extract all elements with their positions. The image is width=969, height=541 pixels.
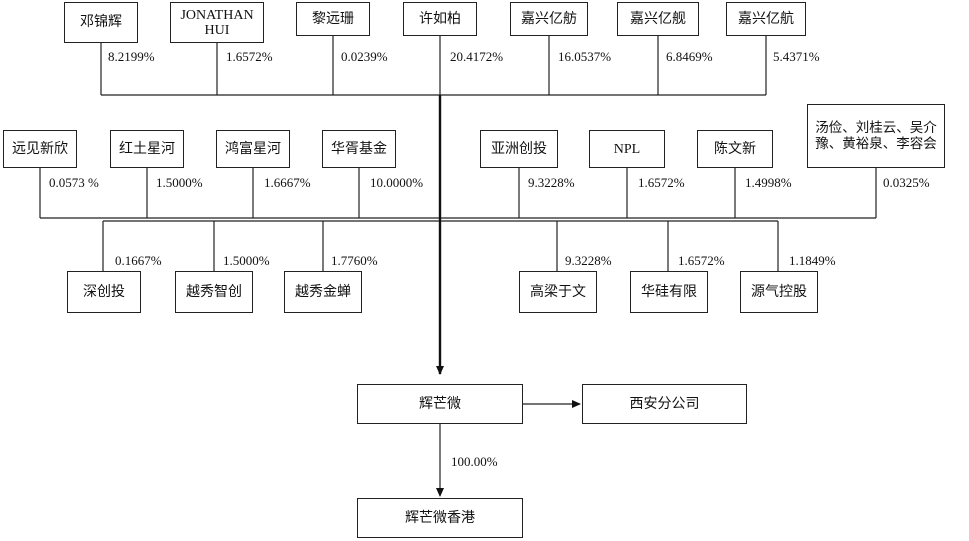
pct-shenzhen-venture: 0.1667% bbox=[115, 253, 162, 268]
shareholder-yuanjian-xinxin: 远见新欣 bbox=[3, 130, 77, 168]
shareholder-yuexiu-zhichuang: 越秀智创 bbox=[175, 271, 253, 313]
pct-jiaxing-yijian: 6.8469% bbox=[666, 49, 713, 64]
shareholder-hongtu-xinghe: 红土星河 bbox=[110, 130, 184, 168]
pct-jiaxing-yihang: 5.4371% bbox=[773, 49, 820, 64]
subsidiary-hong-kong: 辉芒微香港 bbox=[357, 498, 523, 538]
shareholder-li-yuanshan: 黎远珊 bbox=[296, 2, 370, 36]
pct-yuexiu-zhichuang: 1.5000% bbox=[223, 253, 270, 268]
pct-yuexiu-jinchan: 1.7760% bbox=[331, 253, 378, 268]
pct-jonathan-hui: 1.6572% bbox=[226, 49, 273, 64]
pct-npl: 1.6572% bbox=[638, 175, 685, 190]
pct-hongfu-xinghe: 1.6667% bbox=[264, 175, 311, 190]
shareholder-hongfu-xinghe: 鸿富星河 bbox=[216, 130, 290, 168]
shareholder-shenzhen-venture: 深创投 bbox=[67, 271, 141, 313]
pct-li-yuanshan: 0.0239% bbox=[341, 49, 388, 64]
pct-hongtu-xinghe: 1.5000% bbox=[156, 175, 203, 190]
pct-asia-venture: 9.3228% bbox=[528, 175, 575, 190]
shareholder-jonathan-hui: JONATHAN HUI bbox=[170, 2, 264, 43]
pct-deng-jinhui: 8.2199% bbox=[108, 49, 155, 64]
shareholder-jiaxing-yihang: 嘉兴亿航 bbox=[726, 2, 806, 36]
branch-xian: 西安分公司 bbox=[582, 384, 747, 424]
shareholder-individuals-group: 汤俭、刘桂云、吴介豫、黄裕泉、李容会 bbox=[807, 104, 945, 168]
shareholder-huaxu-fund: 华胥基金 bbox=[322, 130, 396, 168]
pct-yuanqi-holding: 1.1849% bbox=[789, 253, 836, 268]
shareholder-yuexiu-jinchan: 越秀金蝉 bbox=[284, 271, 362, 313]
pct-huaxu-fund: 10.0000% bbox=[370, 175, 424, 190]
shareholder-asia-venture: 亚洲创投 bbox=[480, 130, 558, 168]
pct-subsidiary: 100.00% bbox=[451, 454, 498, 469]
pct-xu-rubai: 20.4172% bbox=[450, 49, 504, 64]
pct-yuanjian-xinxin: 0.0573 % bbox=[49, 175, 99, 190]
company-huimangwei: 辉芒微 bbox=[357, 384, 523, 424]
pct-chen-wenxin: 1.4998% bbox=[745, 175, 792, 190]
pct-individuals-group: 0.0325% bbox=[883, 175, 930, 190]
pct-gaoliang-yuwen: 9.3228% bbox=[565, 253, 612, 268]
pct-huagui: 1.6572% bbox=[678, 253, 725, 268]
shareholder-gaoliang-yuwen: 高梁于文 bbox=[519, 271, 597, 313]
shareholder-npl: NPL bbox=[589, 130, 665, 168]
shareholder-huagui: 华硅有限 bbox=[630, 271, 708, 313]
shareholder-xu-rubai: 许如柏 bbox=[403, 2, 477, 36]
shareholder-deng-jinhui: 邓锦辉 bbox=[64, 2, 138, 43]
shareholder-jiaxing-yifang: 嘉兴亿舫 bbox=[510, 2, 588, 36]
pct-jiaxing-yifang: 16.0537% bbox=[558, 49, 612, 64]
shareholder-yuanqi-holding: 源气控股 bbox=[740, 271, 818, 313]
shareholder-jiaxing-yijian: 嘉兴亿舰 bbox=[617, 2, 699, 36]
shareholder-chen-wenxin: 陈文新 bbox=[697, 130, 773, 168]
